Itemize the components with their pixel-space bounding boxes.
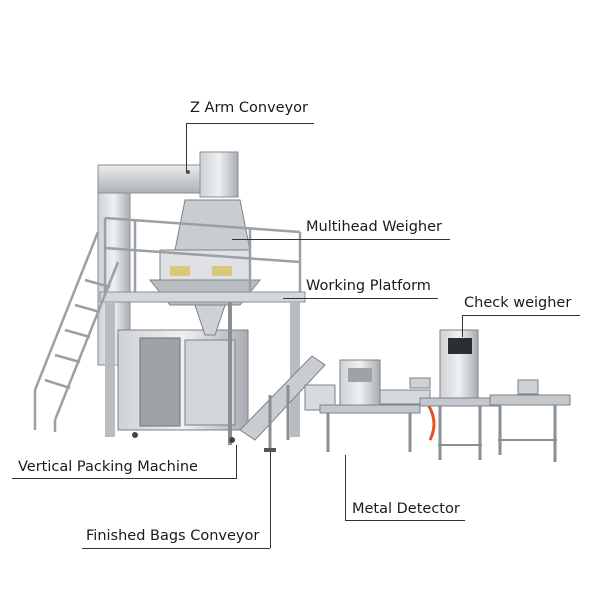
z-arm-conveyor (97, 151, 239, 366)
vertical-packing-machine (105, 302, 300, 445)
label-vertical-packing-machine: Vertical Packing Machine (18, 459, 198, 475)
packing-leader-v (236, 445, 237, 479)
z-arm-leader-v (186, 123, 187, 173)
label-metal-detector: Metal Detector (352, 501, 460, 517)
check-weigher-leader-v (462, 315, 463, 337)
metal-detector-leader-h (345, 520, 465, 521)
check-weigher-leader-h (462, 315, 580, 316)
label-z-arm-conveyor: Z Arm Conveyor (190, 100, 309, 116)
label-multihead-weigher: Multihead Weigher (306, 219, 442, 235)
z-arm-leader-h (186, 123, 314, 124)
label-working-platform: Working Platform (306, 278, 431, 294)
check-weigher (409, 329, 571, 462)
working-platform (33, 216, 306, 432)
multihead-leader (232, 239, 450, 240)
label-check-weigher: Check weigher (464, 295, 572, 311)
finished-bags-conveyor (239, 355, 326, 452)
metal-detector-leader-v (345, 455, 346, 520)
label-finished-bags-conveyor: Finished Bags Conveyor (86, 528, 260, 544)
packing-leader-h (12, 478, 236, 479)
platform-leader (283, 298, 438, 299)
bags-leader-v (270, 452, 271, 548)
metal-detector (304, 359, 436, 452)
bags-leader-h (82, 548, 270, 549)
